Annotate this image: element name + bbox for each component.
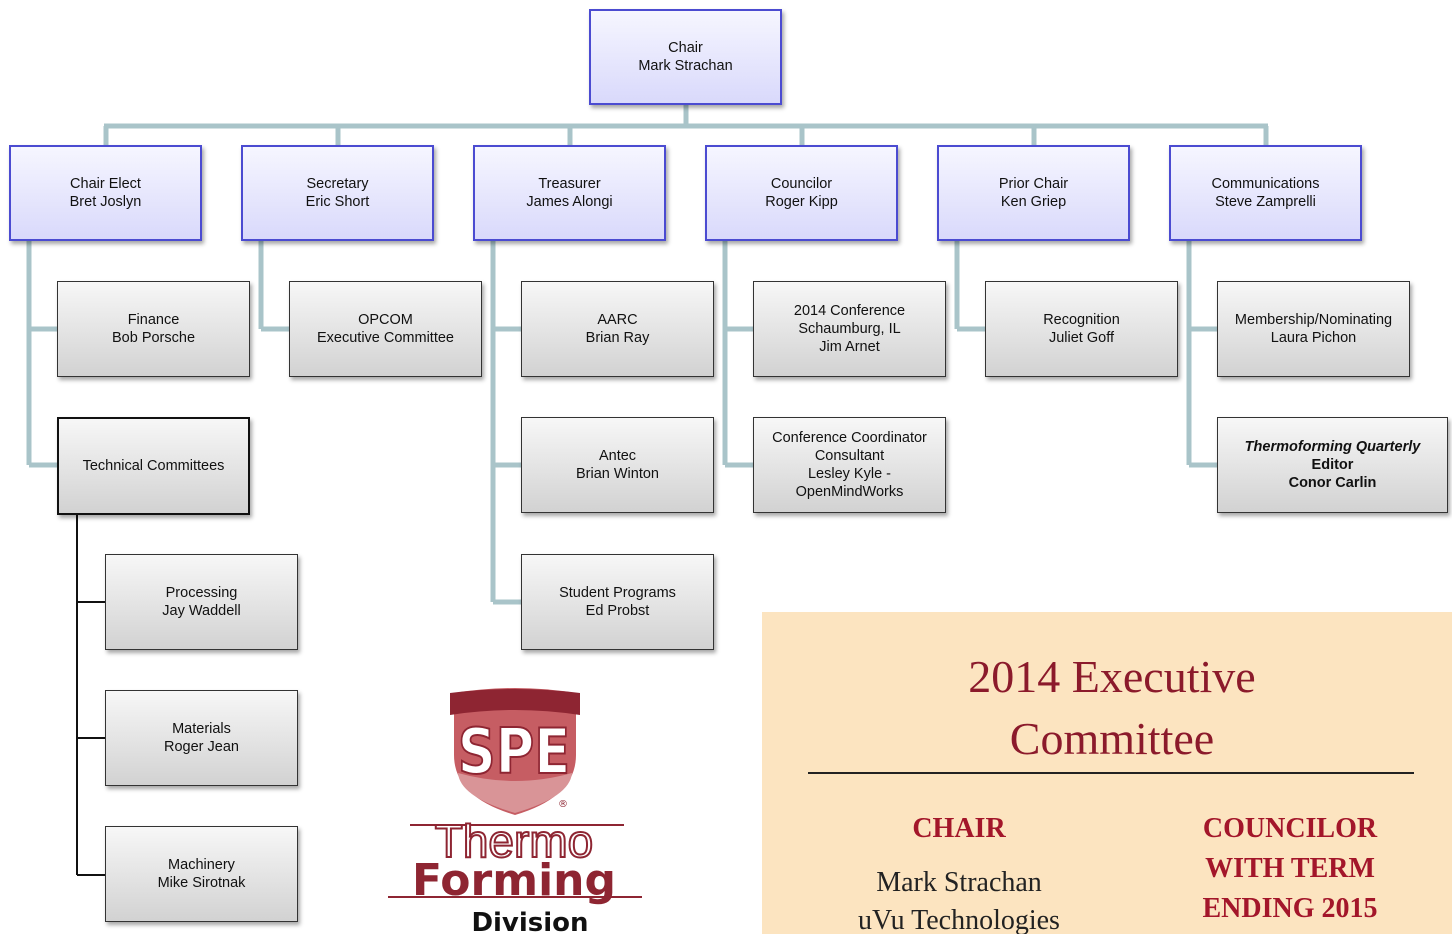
panel-title-line-1: 2014 Executive [968, 651, 1256, 702]
unit-title: Materials [172, 721, 231, 737]
machinery-box[interactable]: Machinery Mike Sirotnak [105, 826, 298, 922]
chair-name-text: Mark Strachan [876, 867, 1042, 898]
councilor-heading-line-1: COUNCILOR [1202, 813, 1378, 844]
officer-name: Bret Joslyn [69, 194, 142, 210]
unit-line: Jim Arnet [819, 339, 880, 355]
materials-box[interactable]: Materials Roger Jean [105, 690, 298, 786]
opcom-box[interactable]: OPCOM Executive Committee [289, 281, 482, 377]
unit-name: Mike Sirotnak [157, 875, 246, 891]
editor-name: Conor Carlin [1288, 475, 1377, 491]
unit-line: Schaumburg, IL [798, 321, 901, 337]
panel-title-line-2: Committee [1009, 713, 1215, 764]
unit-title: Recognition [1043, 312, 1120, 328]
unit-name: Bob Porsche [111, 330, 196, 346]
logo-spe-text: SPE [458, 716, 571, 788]
chair-title: Chair [668, 40, 703, 56]
officer-name: Roger Kipp [765, 194, 838, 210]
councilor-heading-line-3: ENDING 2015 [1202, 893, 1378, 924]
officer-title: Councilor [770, 176, 833, 192]
unit-line: Consultant [814, 448, 885, 464]
councilor-box[interactable]: Councilor Roger Kipp [705, 145, 898, 241]
recognition-box[interactable]: Recognition Juliet Goff [985, 281, 1178, 377]
officer-title: Secretary [306, 176, 369, 192]
officer-title: Chair Elect [70, 176, 141, 192]
unit-title: OPCOM [358, 312, 413, 328]
councilor-heading-line-2: WITH TERM [1205, 853, 1375, 884]
officer-name: Eric Short [305, 194, 370, 210]
processing-box[interactable]: Processing Jay Waddell [105, 554, 298, 650]
unit-name: Brian Winton [575, 466, 659, 482]
aarc-box[interactable]: AARC Brian Ray [521, 281, 714, 377]
student-programs-box[interactable]: Student Programs Ed Probst [521, 554, 714, 650]
unit-name: Ed Probst [585, 603, 650, 619]
officer-name: James Alongi [526, 194, 613, 210]
antec-box[interactable]: Antec Brian Winton [521, 417, 714, 513]
spe-thermoforming-logo: SPE ® Thermo Forming Division [388, 688, 642, 934]
chair-heading: CHAIR [912, 813, 1006, 844]
officer-title: Communications [1211, 176, 1320, 192]
chair-box[interactable]: Chair Mark Strachan [589, 9, 782, 105]
unit-name: Jay Waddell [162, 603, 241, 619]
prior-chair-box[interactable]: Prior Chair Ken Griep [937, 145, 1130, 241]
chair-company-text: uVu Technologies [858, 905, 1060, 934]
executive-committee-panel: 2014 Executive Committee CHAIR Mark Stra… [762, 612, 1452, 934]
panel-divider [808, 772, 1414, 774]
unit-title: Processing [165, 585, 238, 601]
logo-forming-text: Forming [412, 855, 616, 906]
unit-name: Executive Committee [317, 330, 454, 346]
editor-box[interactable]: Thermoforming Quarterly Editor Conor Car… [1217, 417, 1448, 513]
editor-role: Editor [1311, 457, 1354, 473]
unit-name: Roger Jean [164, 739, 239, 755]
logo-reg-mark: ® [558, 799, 568, 810]
unit-title: Membership/Nominating [1234, 312, 1393, 328]
officer-title: Prior Chair [998, 176, 1069, 192]
logo-thermo-text: Thermo [435, 815, 593, 867]
panel-title: 2014 Executive Committee [762, 646, 1452, 770]
officer-name: Steve Zamprelli [1215, 194, 1316, 210]
unit-title: Antec [598, 448, 637, 464]
chair-elect-box[interactable]: Chair Elect Bret Joslyn [9, 145, 202, 241]
unit-title: Student Programs [559, 585, 676, 601]
unit-line: OpenMindWorks [795, 484, 904, 500]
unit-name: Brian Ray [585, 330, 650, 346]
unit-line: 2014 Conference [793, 303, 906, 319]
officer-name: Ken Griep [1000, 194, 1067, 210]
unit-title: AARC [597, 312, 638, 328]
officer-title: Treasurer [538, 176, 601, 192]
logo-division-text: Division [471, 908, 588, 934]
technical-committees-box[interactable]: Technical Committees [57, 417, 250, 515]
finance-box[interactable]: Finance Bob Porsche [57, 281, 250, 377]
unit-line: Conference Coordinator [772, 430, 927, 446]
conference-coordinator-box[interactable]: Conference Coordinator Consultant Lesley… [753, 417, 946, 513]
unit-name: Juliet Goff [1048, 330, 1115, 346]
conference-box[interactable]: 2014 Conference Schaumburg, IL Jim Arnet [753, 281, 946, 377]
unit-title: Technical Committees [82, 458, 225, 474]
unit-title: Machinery [168, 857, 235, 873]
unit-line: Lesley Kyle - [807, 466, 891, 482]
secretary-box[interactable]: Secretary Eric Short [241, 145, 434, 241]
communications-box[interactable]: Communications Steve Zamprelli [1169, 145, 1362, 241]
treasurer-box[interactable]: Treasurer James Alongi [473, 145, 666, 241]
unit-title: Finance [127, 312, 180, 328]
publication-title: Thermoforming Quarterly [1244, 439, 1421, 455]
unit-name: Laura Pichon [1270, 330, 1357, 346]
membership-box[interactable]: Membership/Nominating Laura Pichon [1217, 281, 1410, 377]
chair-name: Mark Strachan [638, 58, 733, 74]
